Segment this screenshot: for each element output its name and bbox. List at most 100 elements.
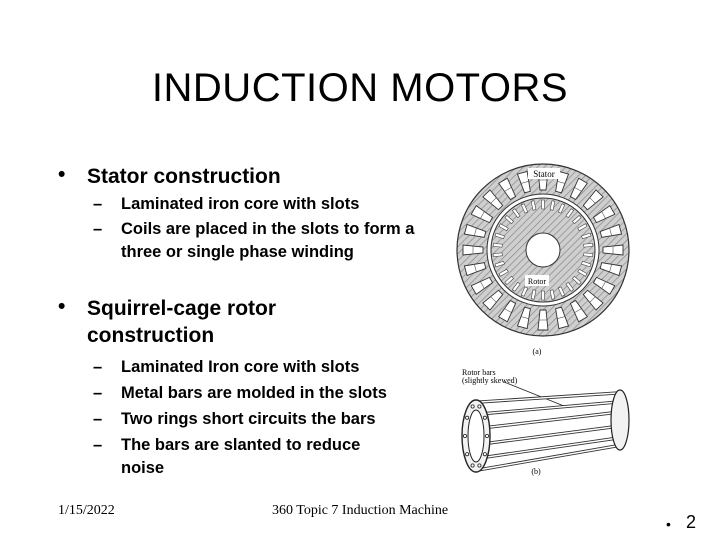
stator-slot (498, 177, 517, 201)
stator-slot (599, 223, 623, 238)
stator-slot (555, 306, 570, 330)
end-ring-left-inner (467, 409, 485, 463)
rotor-slot (492, 242, 503, 248)
rotor-slot (504, 275, 514, 285)
ring-hole (482, 452, 487, 457)
subitem-text: Laminated iron core with slots (121, 195, 360, 213)
cage-bar-highlight (481, 411, 621, 429)
cage-bar-highlight (479, 392, 618, 403)
ring-hole (482, 415, 487, 420)
stator-slot (569, 299, 588, 323)
ring-hole (465, 452, 470, 457)
rotor-slot (541, 199, 545, 210)
rotor-slot (530, 200, 537, 211)
stator-slots (462, 169, 624, 331)
bullet-text: Squirrel-cage rotor construction (87, 297, 277, 347)
rotor-slot (541, 290, 545, 301)
subitem-marker: – (93, 410, 103, 428)
stator-slot (516, 306, 531, 330)
rotor-slot (492, 252, 503, 258)
stator-slot (470, 205, 494, 224)
ring-hole (470, 404, 475, 409)
stator-slot (602, 244, 624, 256)
stator-slot (470, 276, 494, 295)
cage-bar-highlight (477, 445, 617, 471)
bullet-marker: • (58, 163, 66, 186)
rotor-slot (565, 281, 575, 292)
stator-slot (482, 289, 504, 311)
rotor-slot (520, 286, 529, 297)
ring-hole (462, 434, 467, 439)
footer-title: 360 Topic 7 Induction Machine (272, 503, 449, 518)
end-ring-right (610, 389, 630, 451)
rotor-slot (498, 223, 509, 232)
rotor-slot (520, 203, 529, 214)
rotor-slot (572, 215, 582, 225)
subitem-marker: – (93, 436, 103, 454)
shaft-hole (525, 232, 561, 268)
ring-hole (477, 404, 482, 409)
rotor-slot (572, 275, 582, 285)
stator-slot (592, 205, 616, 224)
rotor-label: Rotor (528, 277, 547, 286)
subitem-text: Metal bars are molded in the slots (121, 384, 387, 402)
stator-slot (482, 189, 504, 211)
cage-bars (477, 391, 621, 472)
subitem-text: The bars are slanted to reduce noise (121, 436, 361, 477)
ring-hole (470, 463, 475, 468)
rotor-slot (511, 208, 521, 219)
slide-title: INDUCTION MOTORS (151, 66, 569, 110)
ring-hole (465, 415, 470, 420)
ring-hole (477, 463, 482, 468)
page-number: 2 (686, 512, 697, 532)
ring-hole (485, 434, 490, 439)
bullet-marker: • (58, 295, 66, 318)
rotor-slot (494, 232, 505, 240)
rotor-slot (530, 289, 537, 300)
ring-holes (462, 404, 490, 468)
cage-bar-highlight (479, 437, 619, 459)
rotor-slot (565, 208, 575, 219)
stator-slot (582, 289, 604, 311)
stator-slot (463, 262, 487, 277)
bullet-text: Stator construction (87, 165, 281, 188)
subitem-marker: – (93, 220, 103, 238)
subitem-text: Coils are placed in the slots to form a … (121, 220, 415, 261)
rotor-slot (557, 286, 566, 297)
rotor-slot (504, 215, 514, 225)
rotor-slot (498, 268, 509, 277)
subitem-text: Two rings short circuits the bars (121, 410, 376, 428)
rotor-slot (549, 289, 556, 300)
stator-slot (582, 189, 604, 211)
rotor-slot (549, 200, 556, 211)
caption-b: (b) (531, 467, 541, 476)
rotor-slot (583, 242, 594, 248)
stator-cross-section-figure: Stator Rotor (a) (456, 163, 630, 356)
rotor-slot (577, 223, 588, 232)
cage-bar-highlight (479, 401, 619, 415)
subitem-marker: – (93, 358, 103, 376)
stator-slot (462, 244, 484, 256)
rotor-slots (492, 199, 594, 301)
rotor-slot (511, 281, 521, 292)
squirrel-cage-rotor-figure: Rotor bars (slightly skewed) (b) (461, 368, 630, 476)
stator-slot (592, 276, 616, 295)
stator-slot (498, 299, 517, 323)
footer-date: 1/15/2022 (58, 503, 115, 518)
stator-label: Stator (533, 169, 555, 179)
stator-slot (516, 170, 531, 194)
caption-a: (a) (533, 347, 542, 356)
rotor-bars-label: Rotor bars (462, 368, 496, 377)
rotor-slot (577, 268, 588, 277)
subitem-marker: – (93, 384, 103, 402)
footer-bullet: • (666, 516, 671, 532)
stator-slot (463, 223, 487, 238)
rotor-slot (494, 260, 505, 268)
stator-slot (599, 262, 623, 277)
rotor-bars-leader (503, 381, 565, 407)
subitem-marker: – (93, 195, 103, 213)
rotor-slot (583, 252, 594, 258)
stator-slot (569, 177, 588, 201)
rotor-slot (581, 232, 592, 240)
cage-bar-highlight (481, 425, 621, 445)
